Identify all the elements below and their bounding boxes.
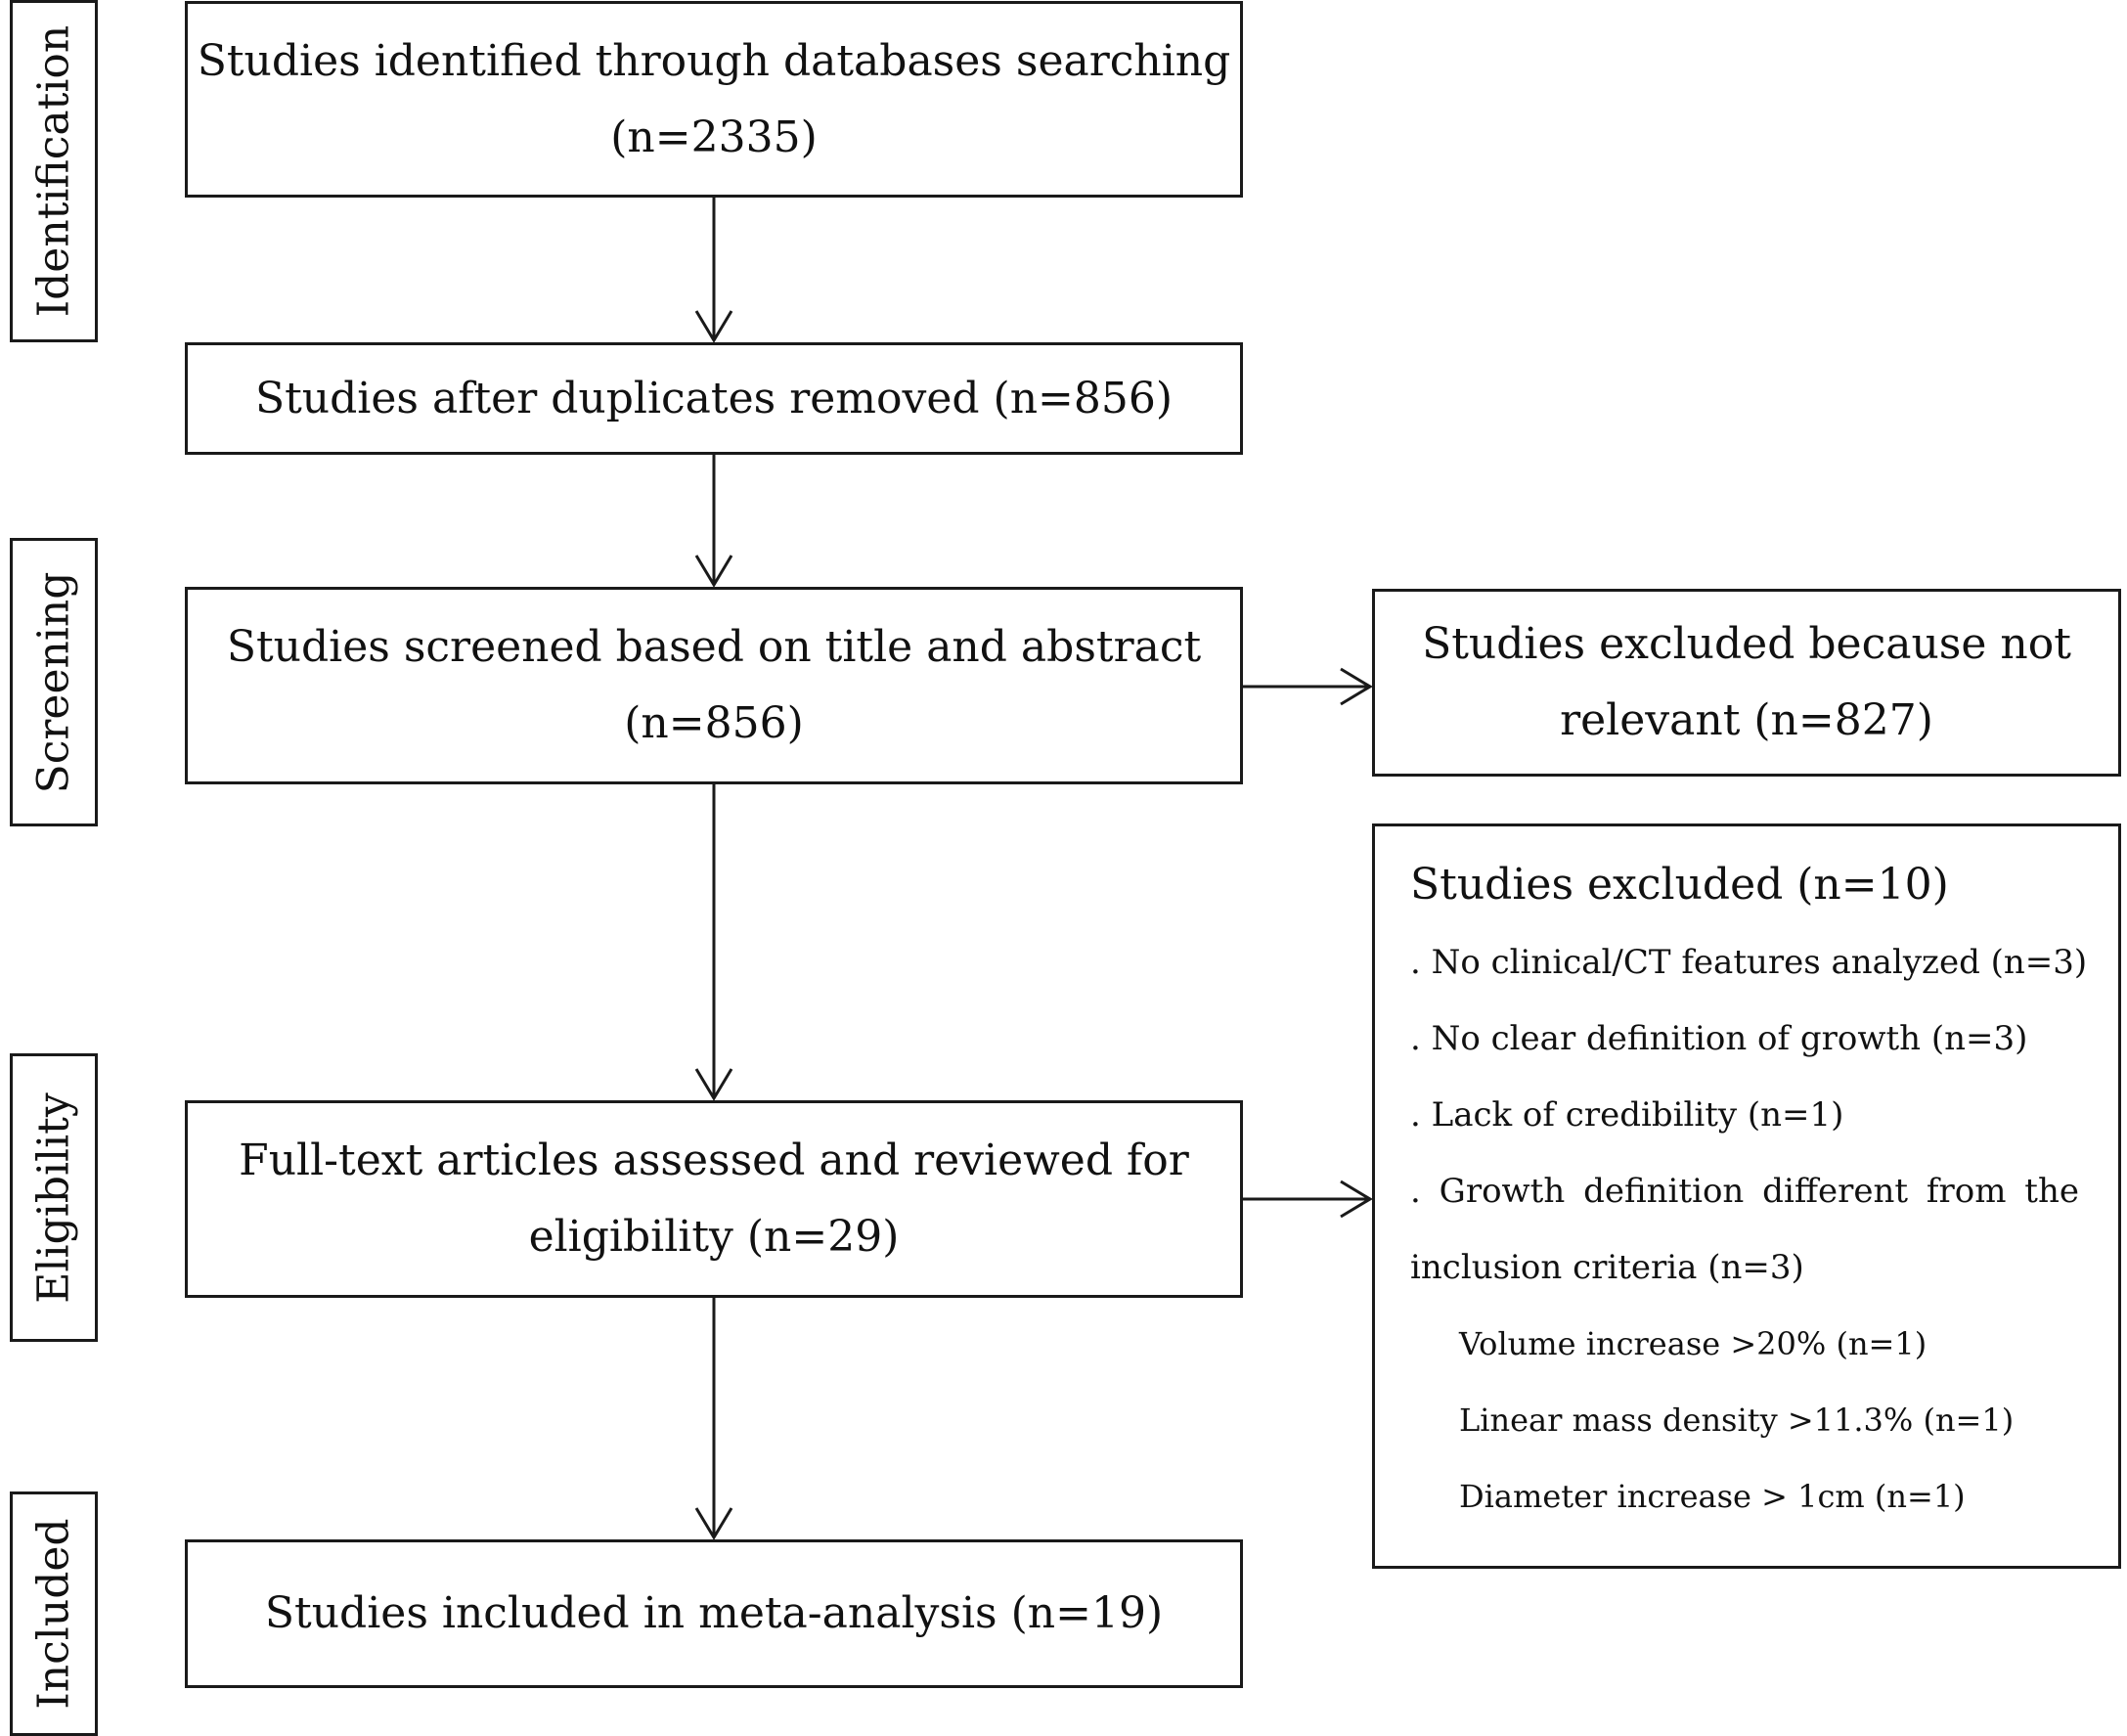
arrow-fulltext-to-excluded — [1243, 1180, 1373, 1219]
studies-excluded-box: Studies excluded (n=10) . No clinical/CT… — [1372, 823, 2121, 1569]
arrow-duplicates-to-screened — [694, 455, 733, 588]
excluded-not-relevant-box: Studies excluded because not relevant (n… — [1372, 589, 2121, 777]
fulltext-line1: Full-text articles assessed and reviewed… — [239, 1135, 1189, 1185]
included-box: Studies included in meta-analysis (n=19) — [185, 1539, 1243, 1688]
identified-box: Studies identified through databases sea… — [185, 1, 1243, 198]
fulltext-box: Full-text articles assessed and reviewed… — [185, 1100, 1243, 1298]
identified-line2: (n=2335) — [610, 111, 818, 162]
stage-label-identification: Identification — [10, 0, 98, 342]
screened-box: Studies screened based on title and abst… — [185, 587, 1243, 784]
excluded-not-relevant-line2: relevant (n=827) — [1560, 695, 1933, 745]
stage-label-screening: Screening — [10, 538, 98, 826]
exclusion-subreason: Volume increase >20% (n=1) — [1459, 1325, 1928, 1362]
fulltext-line2: eligibility (n=29) — [528, 1212, 900, 1262]
duplicates-line1: Studies after duplicates removed (n=856) — [254, 373, 1174, 423]
identified-line1: Studies identified through databases sea… — [197, 35, 1231, 86]
studies-excluded-title: Studies excluded (n=10) — [1410, 860, 1949, 910]
arrow-screened-to-fulltext — [694, 784, 733, 1101]
exclusion-reason: inclusion criteria (n=3) — [1410, 1248, 1804, 1287]
exclusion-reason: . No clinical/CT features analyzed (n=3) — [1410, 943, 2088, 982]
arrow-screened-to-excluded — [1243, 667, 1373, 706]
excluded-not-relevant-line1: Studies excluded because not — [1422, 619, 2071, 669]
stage-label-eligibility: Eligibility — [10, 1053, 98, 1342]
duplicates-removed-box: Studies after duplicates removed (n=856) — [185, 342, 1243, 455]
screened-line2: (n=856) — [624, 698, 804, 748]
included-line1: Studies included in meta-analysis (n=19) — [264, 1588, 1164, 1638]
exclusion-reason: . No clear definition of growth (n=3) — [1410, 1019, 2028, 1058]
exclusion-reason: . Lack of credibility (n=1) — [1410, 1095, 1844, 1135]
exclusion-subreason: Linear mass density >11.3% (n=1) — [1459, 1402, 2015, 1439]
screened-line1: Studies screened based on title and abst… — [226, 622, 1202, 672]
exclusion-subreason: Diameter increase > 1cm (n=1) — [1459, 1478, 1966, 1515]
arrow-fulltext-to-included — [694, 1298, 733, 1540]
arrow-identified-to-duplicates — [694, 198, 733, 343]
exclusion-reason: . Growth definition different from the — [1410, 1172, 2079, 1211]
